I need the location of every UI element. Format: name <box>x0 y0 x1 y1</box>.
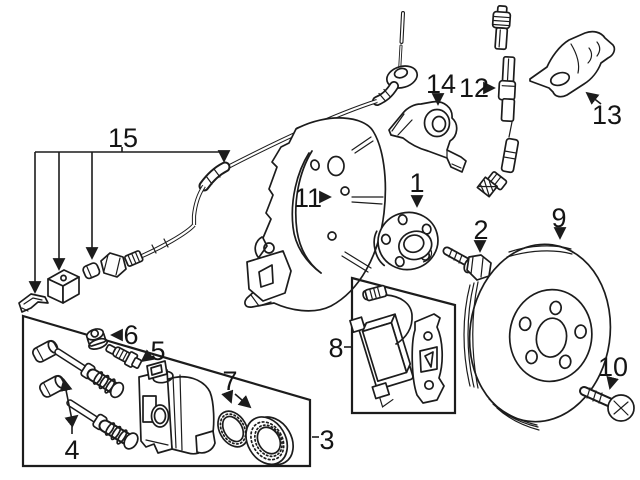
callout-10: 10 <box>598 352 628 382</box>
callout-8: 8 <box>328 333 343 363</box>
callout-15: 15 <box>108 123 138 153</box>
bleeder-cap <box>85 328 109 350</box>
pads-kit-box <box>350 276 457 415</box>
callout-5: 5 <box>150 336 165 366</box>
abs-speed-sensor: 14 <box>388 69 467 173</box>
guide-pin-assembly <box>66 399 139 450</box>
cable-end-connector <box>476 171 508 198</box>
caliper-kit: 3 4 5 6 7 <box>21 314 335 468</box>
outer-brake-pad <box>411 313 445 404</box>
callout-13: 13 <box>592 100 622 130</box>
callout-2: 2 <box>473 215 488 245</box>
callout-4-leader <box>59 378 79 434</box>
harness-bushing <box>82 262 101 280</box>
cable-lower-section <box>500 137 520 174</box>
callout-7: 7 <box>222 366 237 396</box>
piston-dust-boot <box>245 416 294 466</box>
callout-9: 9 <box>551 203 566 233</box>
callout-14: 14 <box>426 69 456 99</box>
splash-shield: 11 <box>244 117 387 312</box>
callout-7-leader <box>221 389 252 409</box>
cable-threads <box>124 250 144 267</box>
cable-hex-fitting <box>100 252 127 278</box>
harness-clamp-clip <box>18 293 49 313</box>
abs-sensor-cable: 12 <box>459 5 520 198</box>
caliper-kit-box <box>21 314 312 468</box>
callout-12: 12 <box>459 73 489 103</box>
wear-sensor-wire <box>362 284 413 345</box>
callout-6: 6 <box>123 320 138 350</box>
callout-4: 4 <box>64 435 79 465</box>
hub-bolt: 2 <box>442 215 492 281</box>
cable-mid-section <box>497 55 517 123</box>
inner-brake-pad <box>349 313 414 408</box>
wheel-hub: 1 <box>373 168 439 271</box>
callout-15-leader <box>28 147 231 294</box>
callout-1: 1 <box>409 168 424 198</box>
cable-top-connector <box>491 5 512 51</box>
brake-disc: 9 <box>463 203 612 431</box>
bleeder-screw <box>105 344 143 369</box>
disc-retaining-screw: 10 <box>579 352 635 422</box>
callout-11: 11 <box>294 183 322 213</box>
sensor-bracket: 13 <box>529 30 622 130</box>
caliper-body <box>138 360 216 455</box>
harness-connector-block <box>47 269 80 304</box>
guide-pin-assembly <box>54 348 125 399</box>
guide-pin-cap <box>32 339 59 363</box>
piston-seal-ring <box>217 410 249 448</box>
brake-pads-kit: 8 <box>328 276 457 415</box>
callout-3: 3 <box>319 425 334 455</box>
